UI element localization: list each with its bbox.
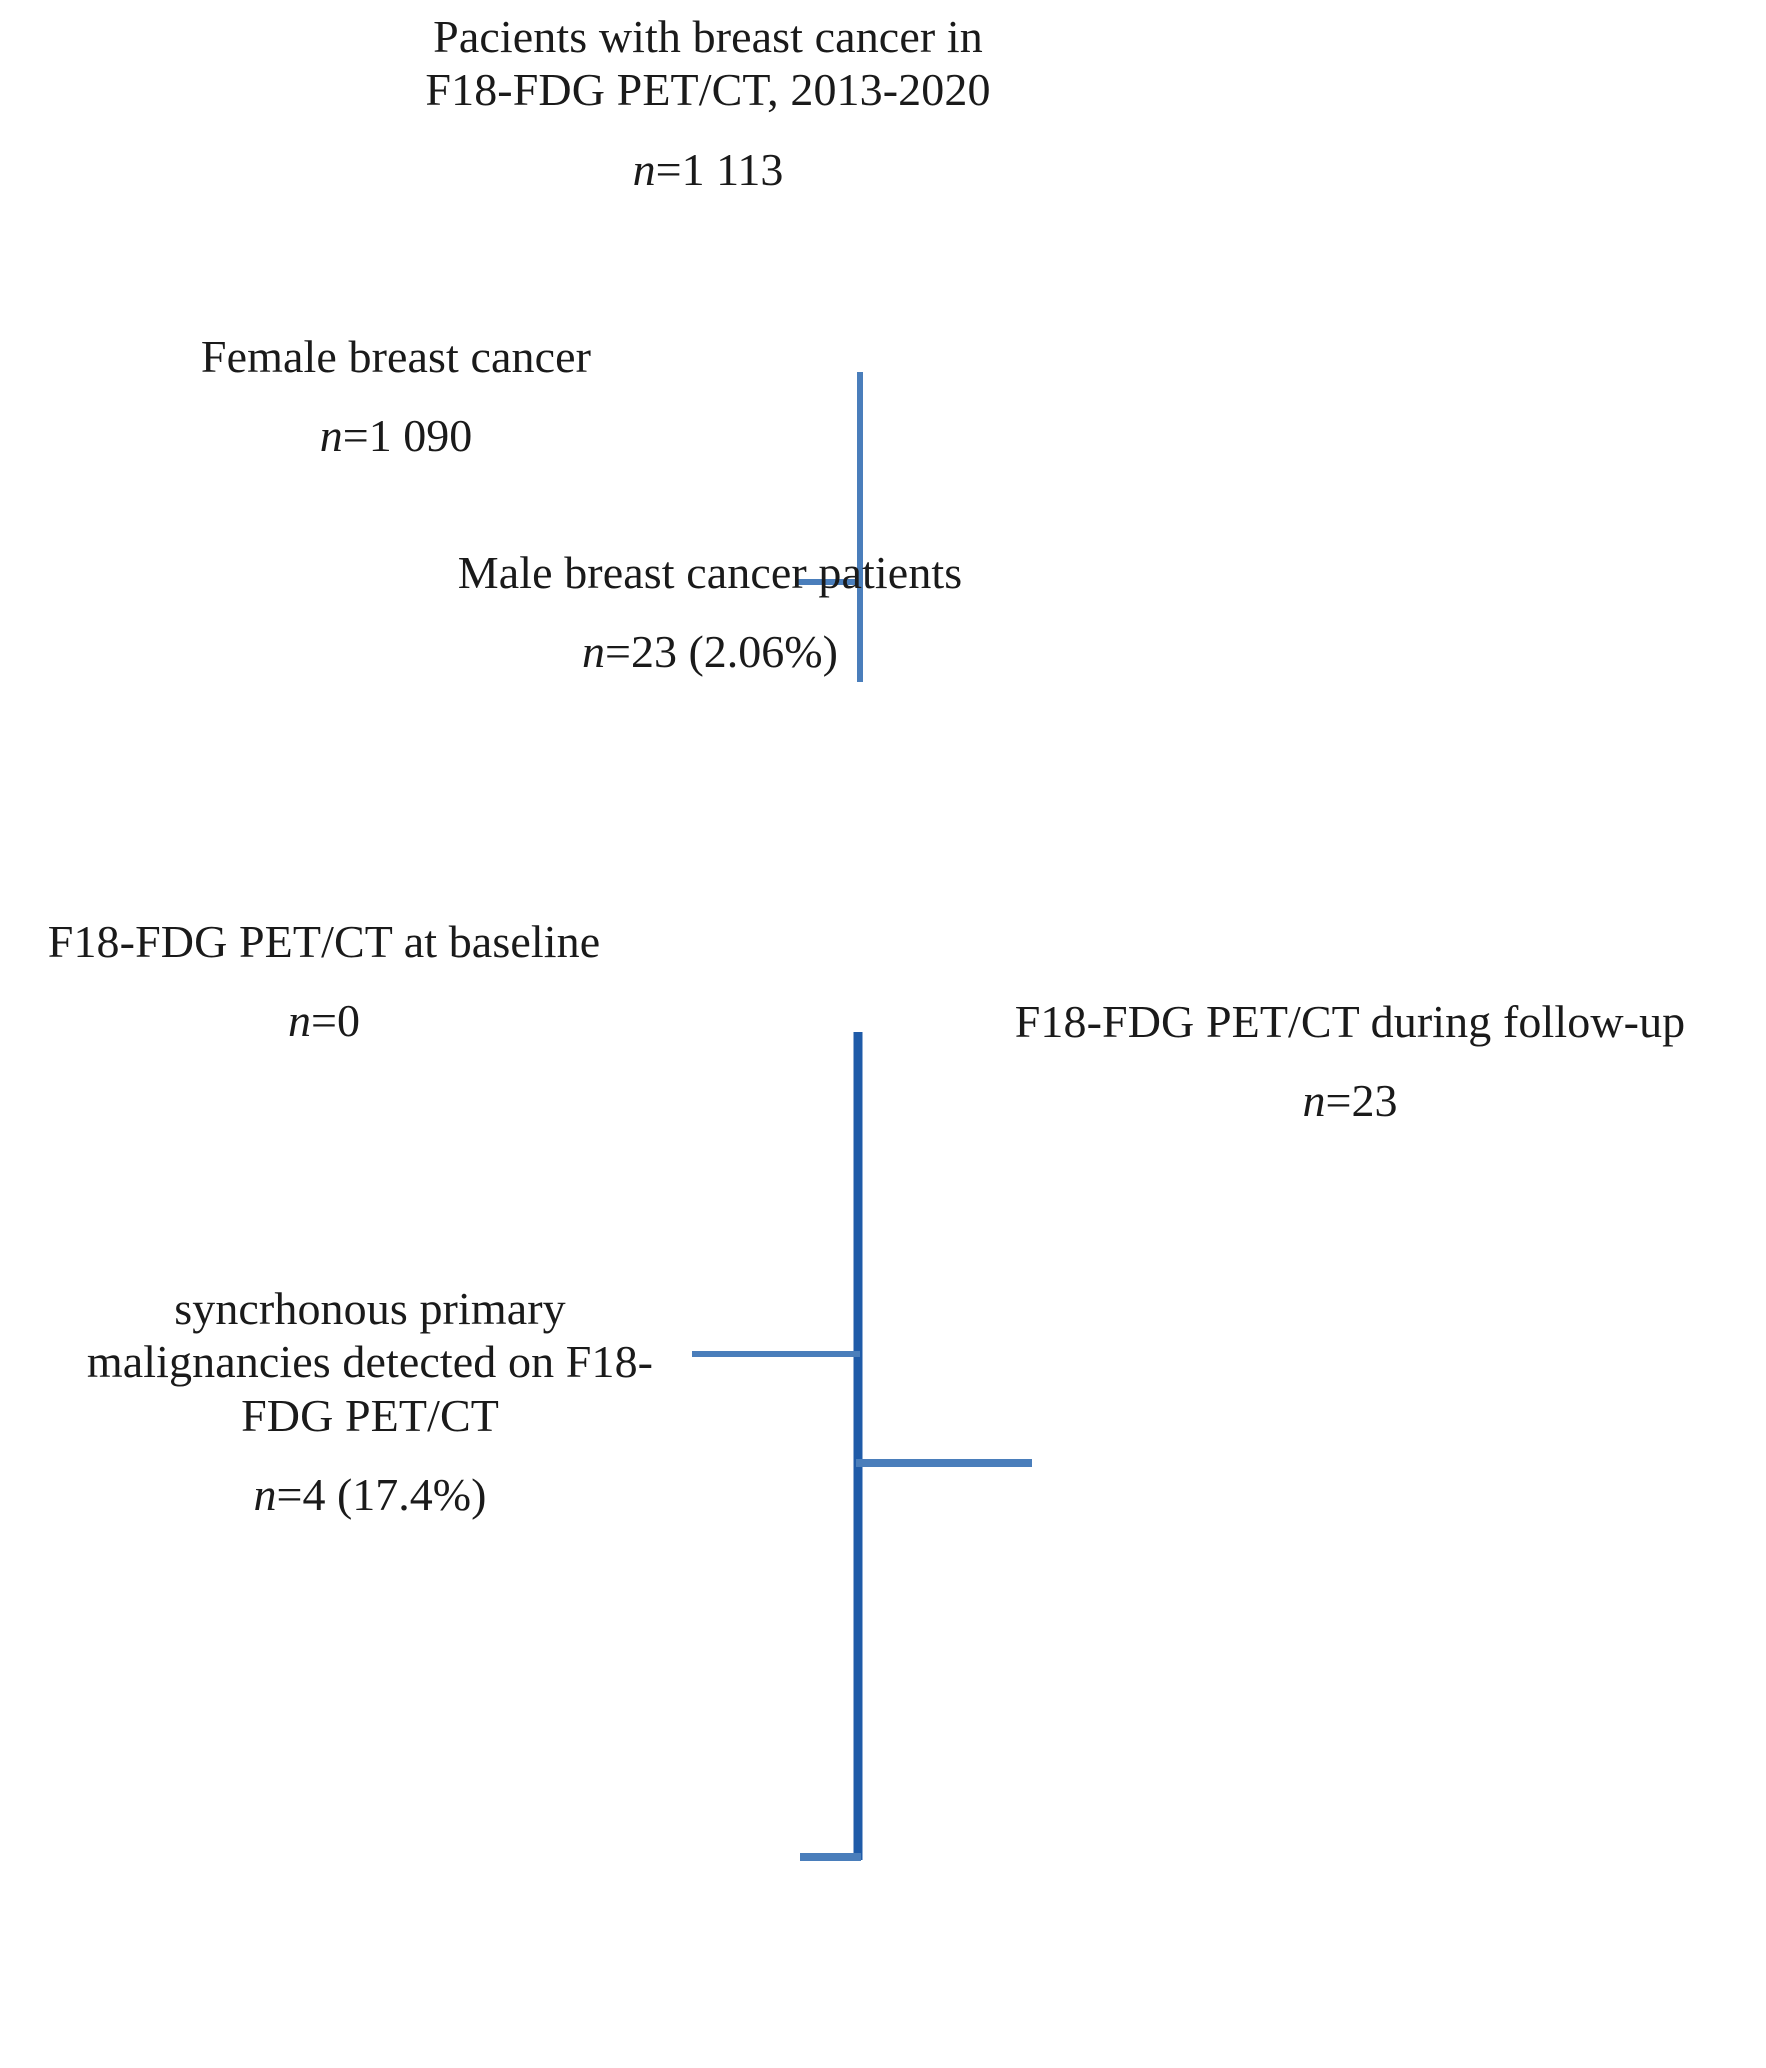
node-male-breast-cancer: Male breast cancer patients n=23 (2.06%) [400,546,1020,679]
node-all-patients: Pacients with breast cancer in F18-FDG P… [398,10,1018,196]
node-synchronous-malignancies-count: n=4 (17.4%) [60,1468,680,1521]
n-symbol: n [582,626,606,678]
n-symbol: n [319,410,343,462]
node-all-patients-title: Pacients with breast cancer in F18-FDG P… [425,11,991,116]
n-symbol: n [288,995,312,1047]
n-value: =23 (2.06%) [605,626,838,678]
node-synchronous-malignancies-title: syncrhonous primary malignancies detecte… [86,1283,654,1441]
node-synchronous-malignancies: syncrhonous primary malignancies detecte… [60,1282,680,1521]
node-male-breast-cancer-count: n=23 (2.06%) [400,625,1020,678]
node-pet-ct-followup-title: F18-FDG PET/CT during follow-up [1014,996,1686,1047]
node-female-breast-cancer-title: Female breast cancer [200,331,592,382]
node-pet-ct-followup: F18-FDG PET/CT during follow-up n=23 [1000,995,1700,1128]
node-all-patients-count: n=1 113 [398,143,1018,196]
node-male-breast-cancer-title: Male breast cancer patients [457,547,963,598]
n-value: =4 (17.4%) [276,1469,487,1521]
n-value: =23 [1325,1075,1398,1127]
n-symbol: n [1302,1075,1326,1127]
node-pet-ct-baseline-title: F18-FDG PET/CT at baseline [47,916,601,967]
node-pet-ct-followup-count: n=23 [1000,1074,1700,1127]
node-pet-ct-baseline: F18-FDG PET/CT at baseline n=0 [14,915,634,1048]
n-value: =1 113 [655,143,784,195]
n-symbol: n [632,143,656,195]
n-value: =0 [311,995,360,1047]
node-pet-ct-baseline-count: n=0 [14,994,634,1047]
n-value: =1 090 [342,410,473,462]
n-symbol: n [253,1469,277,1521]
node-female-breast-cancer-count: n=1 090 [86,409,706,462]
node-female-breast-cancer: Female breast cancer n=1 090 [86,330,706,463]
